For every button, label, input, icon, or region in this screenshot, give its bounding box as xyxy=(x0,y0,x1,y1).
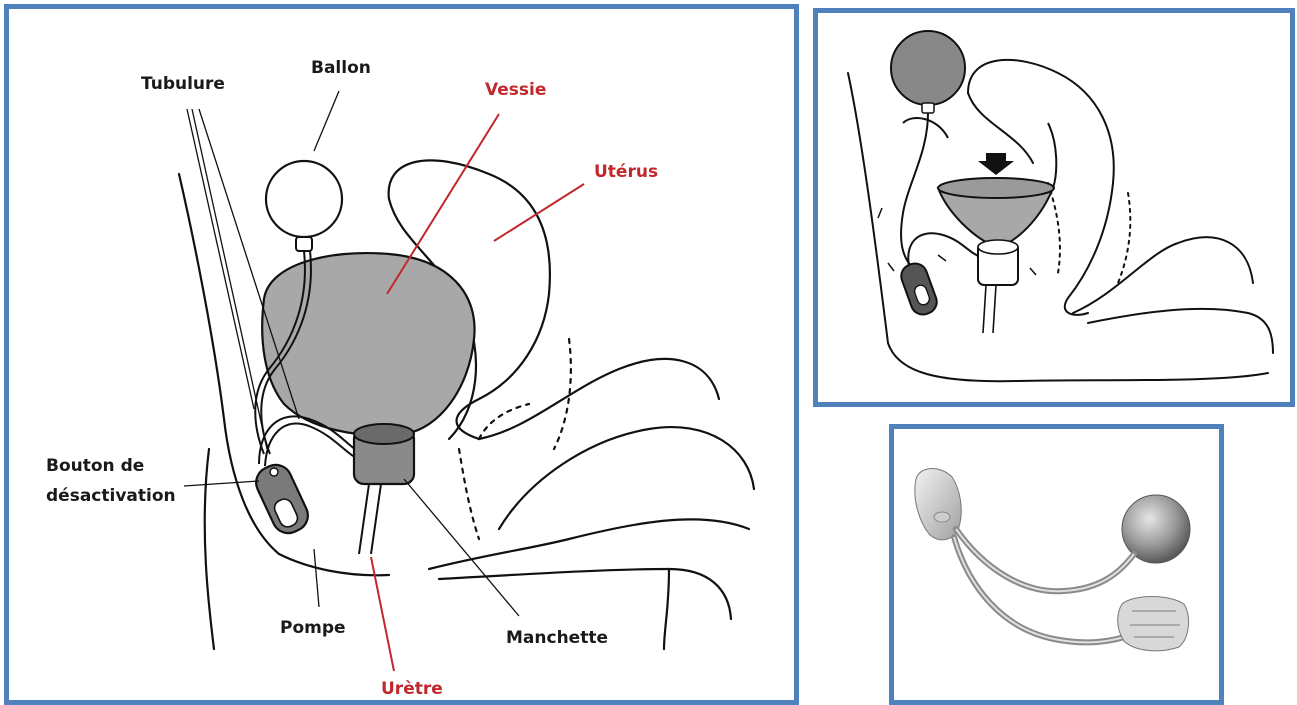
leg-outline xyxy=(664,569,669,649)
leader-tubulure-3 xyxy=(199,109,299,419)
device-photo-panel xyxy=(889,424,1224,705)
label-bouton-line2: désactivation xyxy=(46,486,176,506)
urethra xyxy=(359,484,369,554)
label-tubulure: Tubulure xyxy=(141,74,225,94)
lower-body-outline xyxy=(205,449,214,649)
leader-ballon xyxy=(314,91,339,151)
label-vessie: Vessie xyxy=(485,80,546,100)
side-diagram-panel xyxy=(813,8,1295,407)
side-rectum xyxy=(1073,237,1253,313)
main-diagram-panel: Tubulure Ballon Vessie Utérus Bouton de … xyxy=(4,4,799,705)
side-bladder-top xyxy=(938,178,1054,198)
label-bouton-line1: Bouton de xyxy=(46,456,144,476)
leader-manchette xyxy=(404,479,519,616)
leader-bouton xyxy=(184,481,259,486)
leader-pompe xyxy=(314,549,319,607)
side-diagram-svg xyxy=(818,13,1290,402)
main-diagram-svg: Tubulure Ballon Vessie Utérus Bouton de … xyxy=(9,9,794,700)
label-uretre: Urètre xyxy=(381,679,443,699)
label-manchette: Manchette xyxy=(506,628,608,648)
side-urethra xyxy=(983,285,996,333)
label-pompe: Pompe xyxy=(280,618,346,638)
cuff xyxy=(354,424,414,484)
balloon xyxy=(266,161,342,237)
leader-uretre xyxy=(371,557,394,671)
posterior-curve xyxy=(439,569,731,619)
deactivation-button xyxy=(270,468,278,476)
side-balloon xyxy=(891,31,965,105)
side-tubing xyxy=(901,113,928,268)
leader-vessie xyxy=(387,114,499,294)
bladder xyxy=(262,253,474,435)
device-illustration xyxy=(894,429,1219,700)
rectum-curve xyxy=(499,427,754,529)
dashed-line-1 xyxy=(479,404,529,439)
down-arrow-icon xyxy=(978,153,1014,175)
dashed-line-2 xyxy=(554,339,571,449)
label-uterus: Utérus xyxy=(594,162,658,182)
leader-uterus xyxy=(494,184,584,241)
leader-tubulure-2 xyxy=(192,109,267,449)
side-uterus-inner xyxy=(968,93,1033,163)
dashed-line-3 xyxy=(459,449,479,539)
label-ballon: Ballon xyxy=(311,58,371,78)
balloon-neck xyxy=(296,237,312,251)
pump xyxy=(251,460,313,539)
back-outline xyxy=(429,519,749,569)
device-cuff xyxy=(1118,597,1189,651)
side-balloon-neck xyxy=(922,103,934,113)
side-dashed-2 xyxy=(1118,193,1130,283)
urethra-b xyxy=(371,484,381,554)
side-back xyxy=(1088,309,1273,353)
